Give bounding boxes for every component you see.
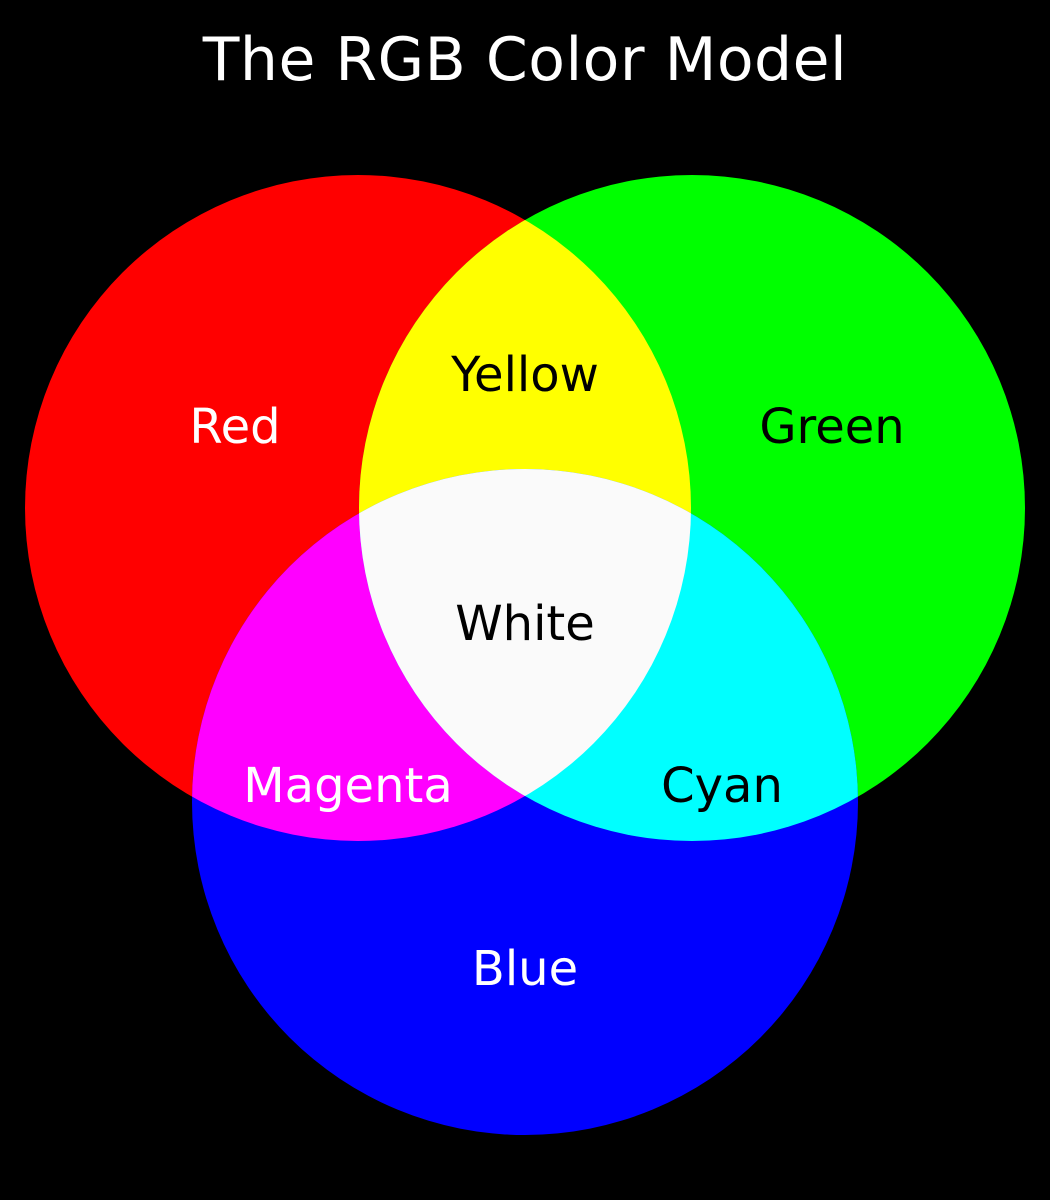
page-title: The RGB Color Model (202, 25, 848, 95)
label-green: Green (759, 399, 904, 455)
label-cyan: Cyan (661, 758, 783, 814)
label-yellow: Yellow (450, 347, 599, 403)
label-red: Red (189, 399, 280, 455)
label-blue: Blue (472, 941, 578, 997)
label-white: White (455, 596, 595, 652)
label-magenta: Magenta (243, 758, 452, 814)
